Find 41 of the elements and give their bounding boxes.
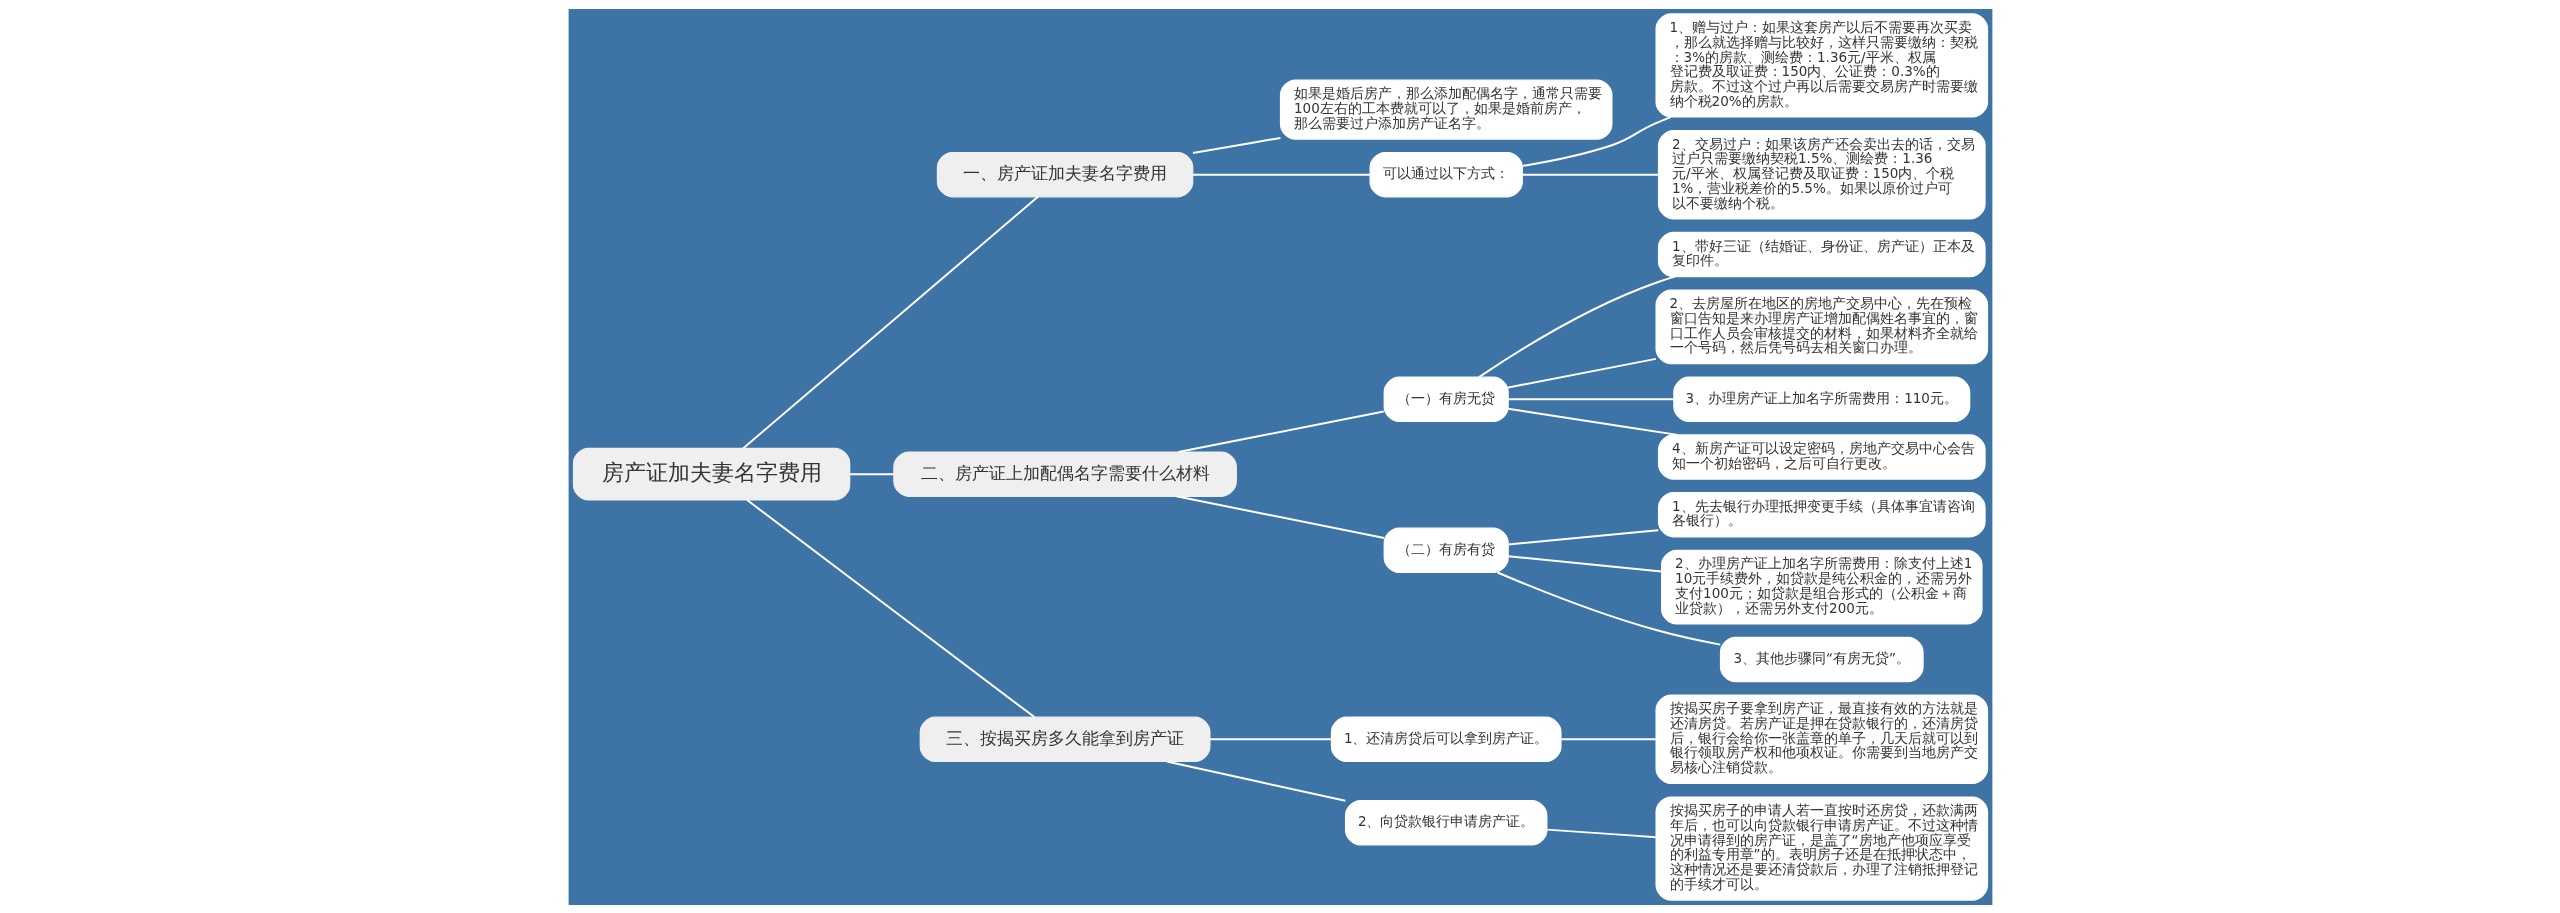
connector bbox=[1506, 554, 1663, 572]
node-box: 1、还清房贷后可以拿到房产证。 bbox=[1330, 716, 1562, 762]
connector bbox=[1477, 275, 1676, 378]
node-box: 二、房产证上加配偶名字需要什么材料 bbox=[892, 450, 1237, 497]
connector bbox=[1208, 737, 1332, 740]
connector bbox=[848, 472, 894, 475]
node-box: 按揭买房子的申请人若一直按时还房贷，还款满两年后，也可以向贷款银行申请房产证。不过这种情况申请得到的房产证，是盖了“房地产他项应享受的利益专用章”的。表明房子还是在抵押状态中，这种情况还是要还清贷款后，办理了注销抵押登记的手续才可以。 bbox=[1654, 795, 1988, 901]
node-box: 按揭买房子要拿到房产证，最直接有效的方法就是还清房贷。若房产证是押在贷款银行的，还清房贷后，银行会给你一张盖章的单子，几天后就可以到银行领取房产权和他项权证。你需要到当地房产交易核心注销贷款。 bbox=[1654, 694, 1988, 784]
node-box: 2、交易过户：如果该房产还会卖出去的话，交易过户只需要缴纳契税1.5%、测绘费：1.36元/平米、权属登记费及取证费：150内、个税1%，营业税差价的5.5%。如果以原价过户可以不要缴纳个税。 bbox=[1657, 129, 1986, 219]
node-box: 可以通过以下方式： bbox=[1369, 151, 1523, 197]
connector bbox=[1174, 494, 1385, 539]
node-box: 3、其他步骤同“有房无贷”。 bbox=[1719, 636, 1924, 682]
connector bbox=[1521, 115, 1672, 167]
connector bbox=[1545, 828, 1657, 838]
node-box: 2、去房屋所在地区的房地产交易中心，先在预检窗口告知是来办理房产证增加配偶姓名事宜的，窗口工作人员会审核提交的材料，如果材料齐全就给一个号码，然后凭号码去相关窗口办理。 bbox=[1654, 288, 1988, 364]
node-box: 4、新房产证可以设定密码，房地产交易中心会告知一个初始密码，之后可自行更改。 bbox=[1657, 433, 1986, 480]
connector bbox=[1176, 409, 1385, 453]
node-box: 1、带好三证（结婚证、身份证、房产证）正本及复印件。 bbox=[1657, 231, 1986, 277]
connector bbox=[1559, 737, 1657, 740]
connector bbox=[745, 498, 1035, 718]
node-box: 三、按揭买房多久能拿到房产证 bbox=[919, 716, 1211, 762]
connector bbox=[1506, 397, 1675, 400]
connector bbox=[1191, 173, 1371, 176]
connector bbox=[1506, 357, 1657, 388]
connector bbox=[1191, 136, 1281, 154]
connector bbox=[741, 195, 1039, 449]
connector bbox=[1496, 571, 1721, 646]
node-box: 如果是婚后房产，那么添加配偶名字，通常只需要100左右的工本费就可以了，如果是婚前房产，那么需要过户添加房产证名字。 bbox=[1279, 79, 1612, 140]
node-box: 一、房产证加夫妻名字费用 bbox=[936, 151, 1193, 197]
node-box: 1、赠与过户：如果这套房产以后不需要再次买卖，那么就选择赠与比较好，这样只需要缴纳：契税：3%的房款、测绘费：1.36元/平米、权属登记费及取证费：150内、公证费：0.3%的房款。不过这个过户再以后需要交易房产时需要缴纳个税20%的房款。 bbox=[1654, 12, 1988, 118]
node-box: 1、先去银行办理抵押变更手续（具体事宜请咨询各银行）。 bbox=[1657, 491, 1986, 537]
connector bbox=[1506, 528, 1659, 545]
connector bbox=[1521, 173, 1659, 176]
node-box: （一）有房无贷 bbox=[1383, 376, 1509, 422]
connector bbox=[1506, 407, 1679, 436]
node-box: 3、办理房产证上加名字所需费用：110元。 bbox=[1672, 376, 1970, 422]
node-box: （二）有房有贷 bbox=[1383, 527, 1509, 573]
connector bbox=[1165, 759, 1346, 802]
node-box: 2、办理房产证上加名字所需费用：除支付上述110元手续费外，如贷款是纯公积金的，还需另外支付100元；如贷款是组合形式的（公积金＋商业贷款），还需另外支付200元。 bbox=[1660, 549, 1983, 625]
node-box: 2、向贷款银行申请房产证。 bbox=[1344, 799, 1547, 845]
node-box: 房产证加夫妻名字费用 bbox=[572, 447, 850, 501]
